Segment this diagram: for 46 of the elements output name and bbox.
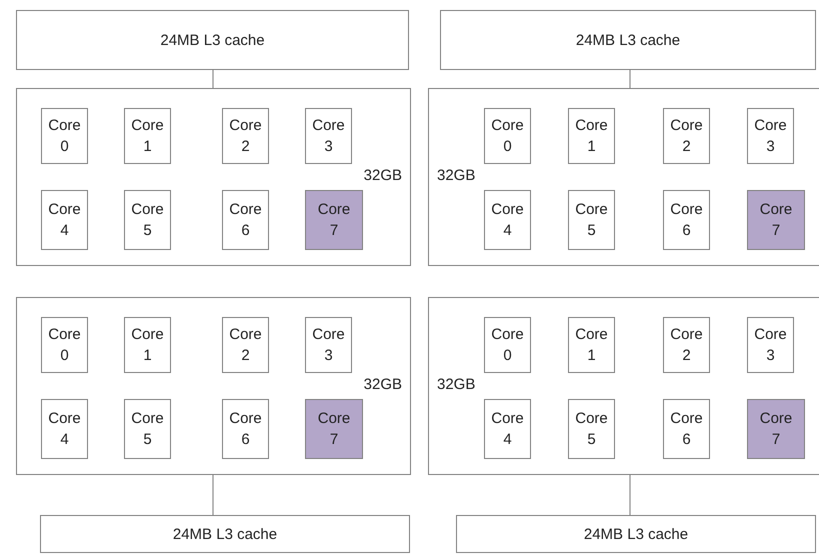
core-box: Core 5 (124, 399, 171, 459)
core-box: Core 4 (484, 399, 531, 459)
processor-panel (16, 88, 411, 266)
cache-box: 24MB L3 cache (40, 515, 410, 553)
memory-label: 32GB (437, 376, 476, 393)
memory-label: 32GB (364, 376, 402, 393)
cache-box: 24MB L3 cache (456, 515, 816, 553)
memory-label: 32GB (437, 167, 476, 184)
cache-box: 24MB L3 cache (16, 10, 409, 70)
core-box: Core 4 (484, 190, 531, 250)
core-box: Core 2 (663, 108, 710, 164)
core-box: Core 7 (747, 190, 805, 250)
core-box: Core 0 (41, 108, 88, 164)
core-box: Core 3 (747, 108, 794, 164)
core-box: Core 1 (568, 317, 615, 373)
processor-panel (16, 297, 411, 475)
core-box: Core 0 (484, 317, 531, 373)
core-box: Core 3 (747, 317, 794, 373)
core-box: Core 4 (41, 190, 88, 250)
core-box: Core 1 (124, 108, 171, 164)
core-box: Core 4 (41, 399, 88, 459)
core-box: Core 5 (568, 399, 615, 459)
core-box: Core 6 (222, 190, 269, 250)
core-box: Core 6 (663, 399, 710, 459)
core-box: Core 5 (124, 190, 171, 250)
core-box: Core 6 (663, 190, 710, 250)
connector-line (212, 474, 214, 516)
processor-panel (428, 297, 819, 475)
core-box: Core 0 (484, 108, 531, 164)
cache-box: 24MB L3 cache (440, 10, 816, 70)
core-box: Core 7 (305, 190, 363, 250)
core-box: Core 6 (222, 399, 269, 459)
core-box: Core 7 (305, 399, 363, 459)
memory-label: 32GB (364, 167, 402, 184)
core-box: Core 3 (305, 108, 352, 164)
connector-line (212, 70, 214, 88)
core-box: Core 2 (663, 317, 710, 373)
core-box: Core 1 (568, 108, 615, 164)
core-box: Core 1 (124, 317, 171, 373)
processor-panel (428, 88, 819, 266)
core-box: Core 7 (747, 399, 805, 459)
core-box: Core 3 (305, 317, 352, 373)
core-box: Core 0 (41, 317, 88, 373)
core-box: Core 2 (222, 317, 269, 373)
core-box: Core 5 (568, 190, 615, 250)
core-box: Core 2 (222, 108, 269, 164)
